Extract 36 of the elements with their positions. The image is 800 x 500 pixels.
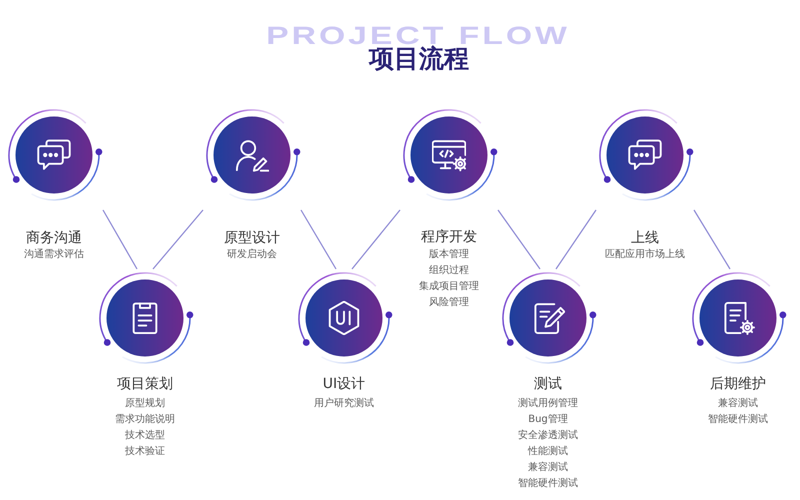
step-detail: 原型规划	[125, 396, 165, 411]
step-detail: 技术验证	[125, 444, 165, 459]
connector-line	[152, 210, 204, 270]
connector-line	[556, 210, 596, 270]
step-detail: 技术选型	[125, 428, 165, 443]
connector-line	[102, 210, 138, 270]
step-detail: 智能硬件测试	[708, 412, 768, 427]
step-title: 项目策划	[117, 375, 173, 393]
step-title: 上线	[631, 229, 659, 247]
step-detail: 兼容测试	[528, 460, 568, 475]
connector-line	[693, 210, 731, 270]
step-detail: 用户研究测试	[314, 396, 374, 411]
step-title: 测试	[534, 375, 562, 393]
step-title: 原型设计	[224, 229, 280, 247]
step-detail: 研发启动会	[227, 248, 277, 262]
step-detail: 版本管理	[429, 248, 469, 262]
connector-line	[498, 210, 540, 270]
step-detail: 智能硬件测试	[518, 476, 578, 491]
step-title: 程序开发	[421, 228, 477, 246]
step-detail: 安全渗透测试	[518, 428, 578, 443]
title: 项目流程	[369, 47, 469, 71]
step-detail: 性能测试	[528, 444, 568, 459]
step-title: UI设计	[322, 375, 366, 393]
step-title: 商务沟通	[26, 229, 82, 247]
connector-line	[352, 210, 400, 270]
step-detail: Bug管理	[528, 413, 568, 427]
step-detail: 匹配应用市场上线	[605, 248, 685, 262]
step-detail: 兼容测试	[718, 396, 758, 411]
step-title: 后期维护	[710, 375, 766, 393]
step-detail: 测试用例管理	[518, 396, 578, 411]
connector-line	[300, 210, 337, 270]
step-detail: 沟通需求评估	[24, 248, 84, 262]
step-detail: 组织过程	[429, 264, 469, 278]
step-detail: 风险管理	[429, 296, 469, 310]
step-detail: 集成项目管理	[419, 280, 479, 294]
step-detail: 需求功能说明	[115, 412, 175, 427]
